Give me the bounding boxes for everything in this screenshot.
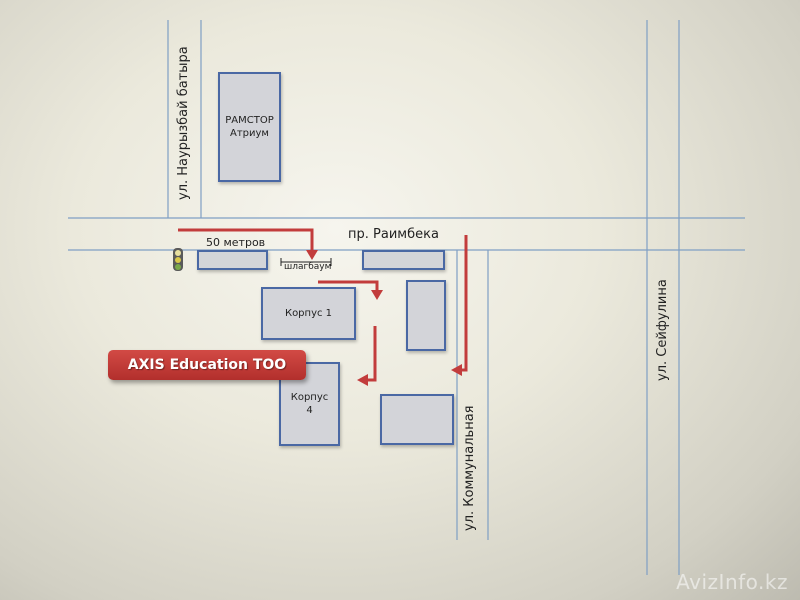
barrier-label: шлагбаум [284, 262, 332, 272]
building-korpus-4: Корпус 4 [279, 362, 340, 446]
route-arrow-main [178, 228, 314, 250]
building-ramstor-atrium: РАМСТОР Атриум [218, 72, 281, 182]
route-arrow-korpus4 [368, 326, 377, 382]
route-arrow-gate-head [371, 290, 383, 300]
route-arrow-kommunalnaya-head [451, 364, 462, 376]
distance-label: 50 метров [206, 236, 266, 249]
street-label-nauryzbay: ул. Наурызбай батыра [176, 46, 191, 200]
building-korpus-1: Корпус 1 [261, 287, 356, 340]
traffic-light-icon [173, 248, 183, 271]
building-raimbek-strip-left [197, 250, 268, 270]
building-south-east [380, 394, 454, 445]
axis-education-callout: AXIS Education TOO [108, 350, 306, 380]
street-label-kommunalnaya: ул. Коммунальная [462, 405, 477, 531]
building-korpus-1-label: Корпус 1 [284, 307, 333, 319]
street-label-seifullin: ул. Сейфулина [655, 279, 670, 381]
traffic-light-green [175, 264, 181, 270]
route-arrow-kommunalnaya [462, 235, 468, 372]
route-arrow-main-head [306, 250, 318, 260]
route-arrow-korpus4-head [357, 374, 368, 386]
building-raimbek-strip-right [362, 250, 445, 270]
building-east-narrow [406, 280, 446, 351]
route-arrow-gate [318, 280, 379, 290]
traffic-light-red [175, 250, 181, 256]
building-ramstor-label: РАМСТОР Атриум [225, 114, 274, 140]
traffic-light-yellow [175, 257, 181, 263]
watermark: AvizInfo.kz [676, 570, 788, 594]
building-korpus-4-label: Корпус 4 [290, 391, 329, 417]
street-label-raimbek: пр. Раимбека [348, 227, 439, 242]
